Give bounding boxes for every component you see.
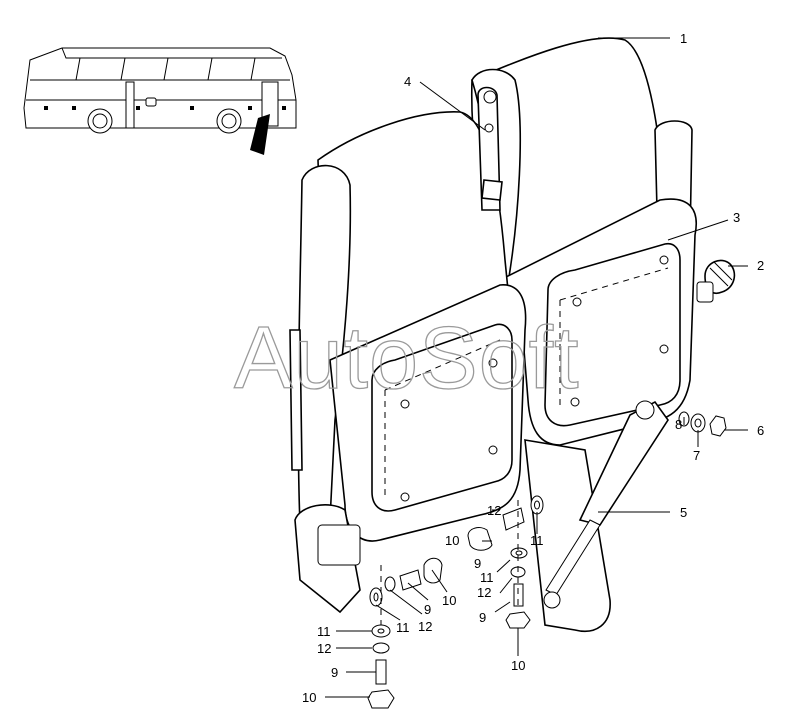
callout-5: 5 <box>680 505 687 520</box>
callout-11-c: 11 <box>396 620 410 635</box>
callout-10-c: 10 <box>442 593 456 608</box>
callout-3: 3 <box>733 210 740 225</box>
callout-7: 7 <box>693 448 700 463</box>
callout-12-c: 12 <box>418 619 432 634</box>
seat-cushion-right <box>498 198 697 446</box>
callout-1: 1 <box>680 31 687 46</box>
callout-4: 4 <box>404 74 411 89</box>
callout-10-b: 10 <box>511 658 525 673</box>
watermark: AutoSoft <box>234 308 580 407</box>
callout-9-c: 9 <box>424 602 431 617</box>
callout-9-b: 9 <box>479 610 486 625</box>
seat-frame <box>294 439 611 632</box>
callout-9-d: 9 <box>331 665 338 680</box>
fasteners <box>367 411 727 709</box>
callout-11-a: 11 <box>530 533 544 548</box>
callout-2: 2 <box>757 258 764 273</box>
seat-belt-buckle <box>477 86 503 211</box>
callout-11-d: 11 <box>317 624 331 639</box>
callout-10-a: 10 <box>445 533 459 548</box>
bus-locator-thumbnail <box>23 47 297 155</box>
callout-labels: 1 2 3 4 5 6 7 8 12 11 10 9 11 12 9 10 11… <box>302 31 764 705</box>
callout-6: 6 <box>757 423 764 438</box>
leader-lines <box>325 37 748 698</box>
seat-cushion-left <box>329 284 527 542</box>
callout-9-a: 9 <box>474 556 481 571</box>
gas-strut <box>543 400 669 609</box>
callout-11-b: 11 <box>480 570 494 585</box>
callout-8: 8 <box>675 417 682 432</box>
callout-12-b: 12 <box>477 585 491 600</box>
adjustment-knob <box>696 259 736 303</box>
callout-12-a: 12 <box>487 503 501 518</box>
callout-12-d: 12 <box>317 641 331 656</box>
callout-10-d: 10 <box>302 690 316 705</box>
